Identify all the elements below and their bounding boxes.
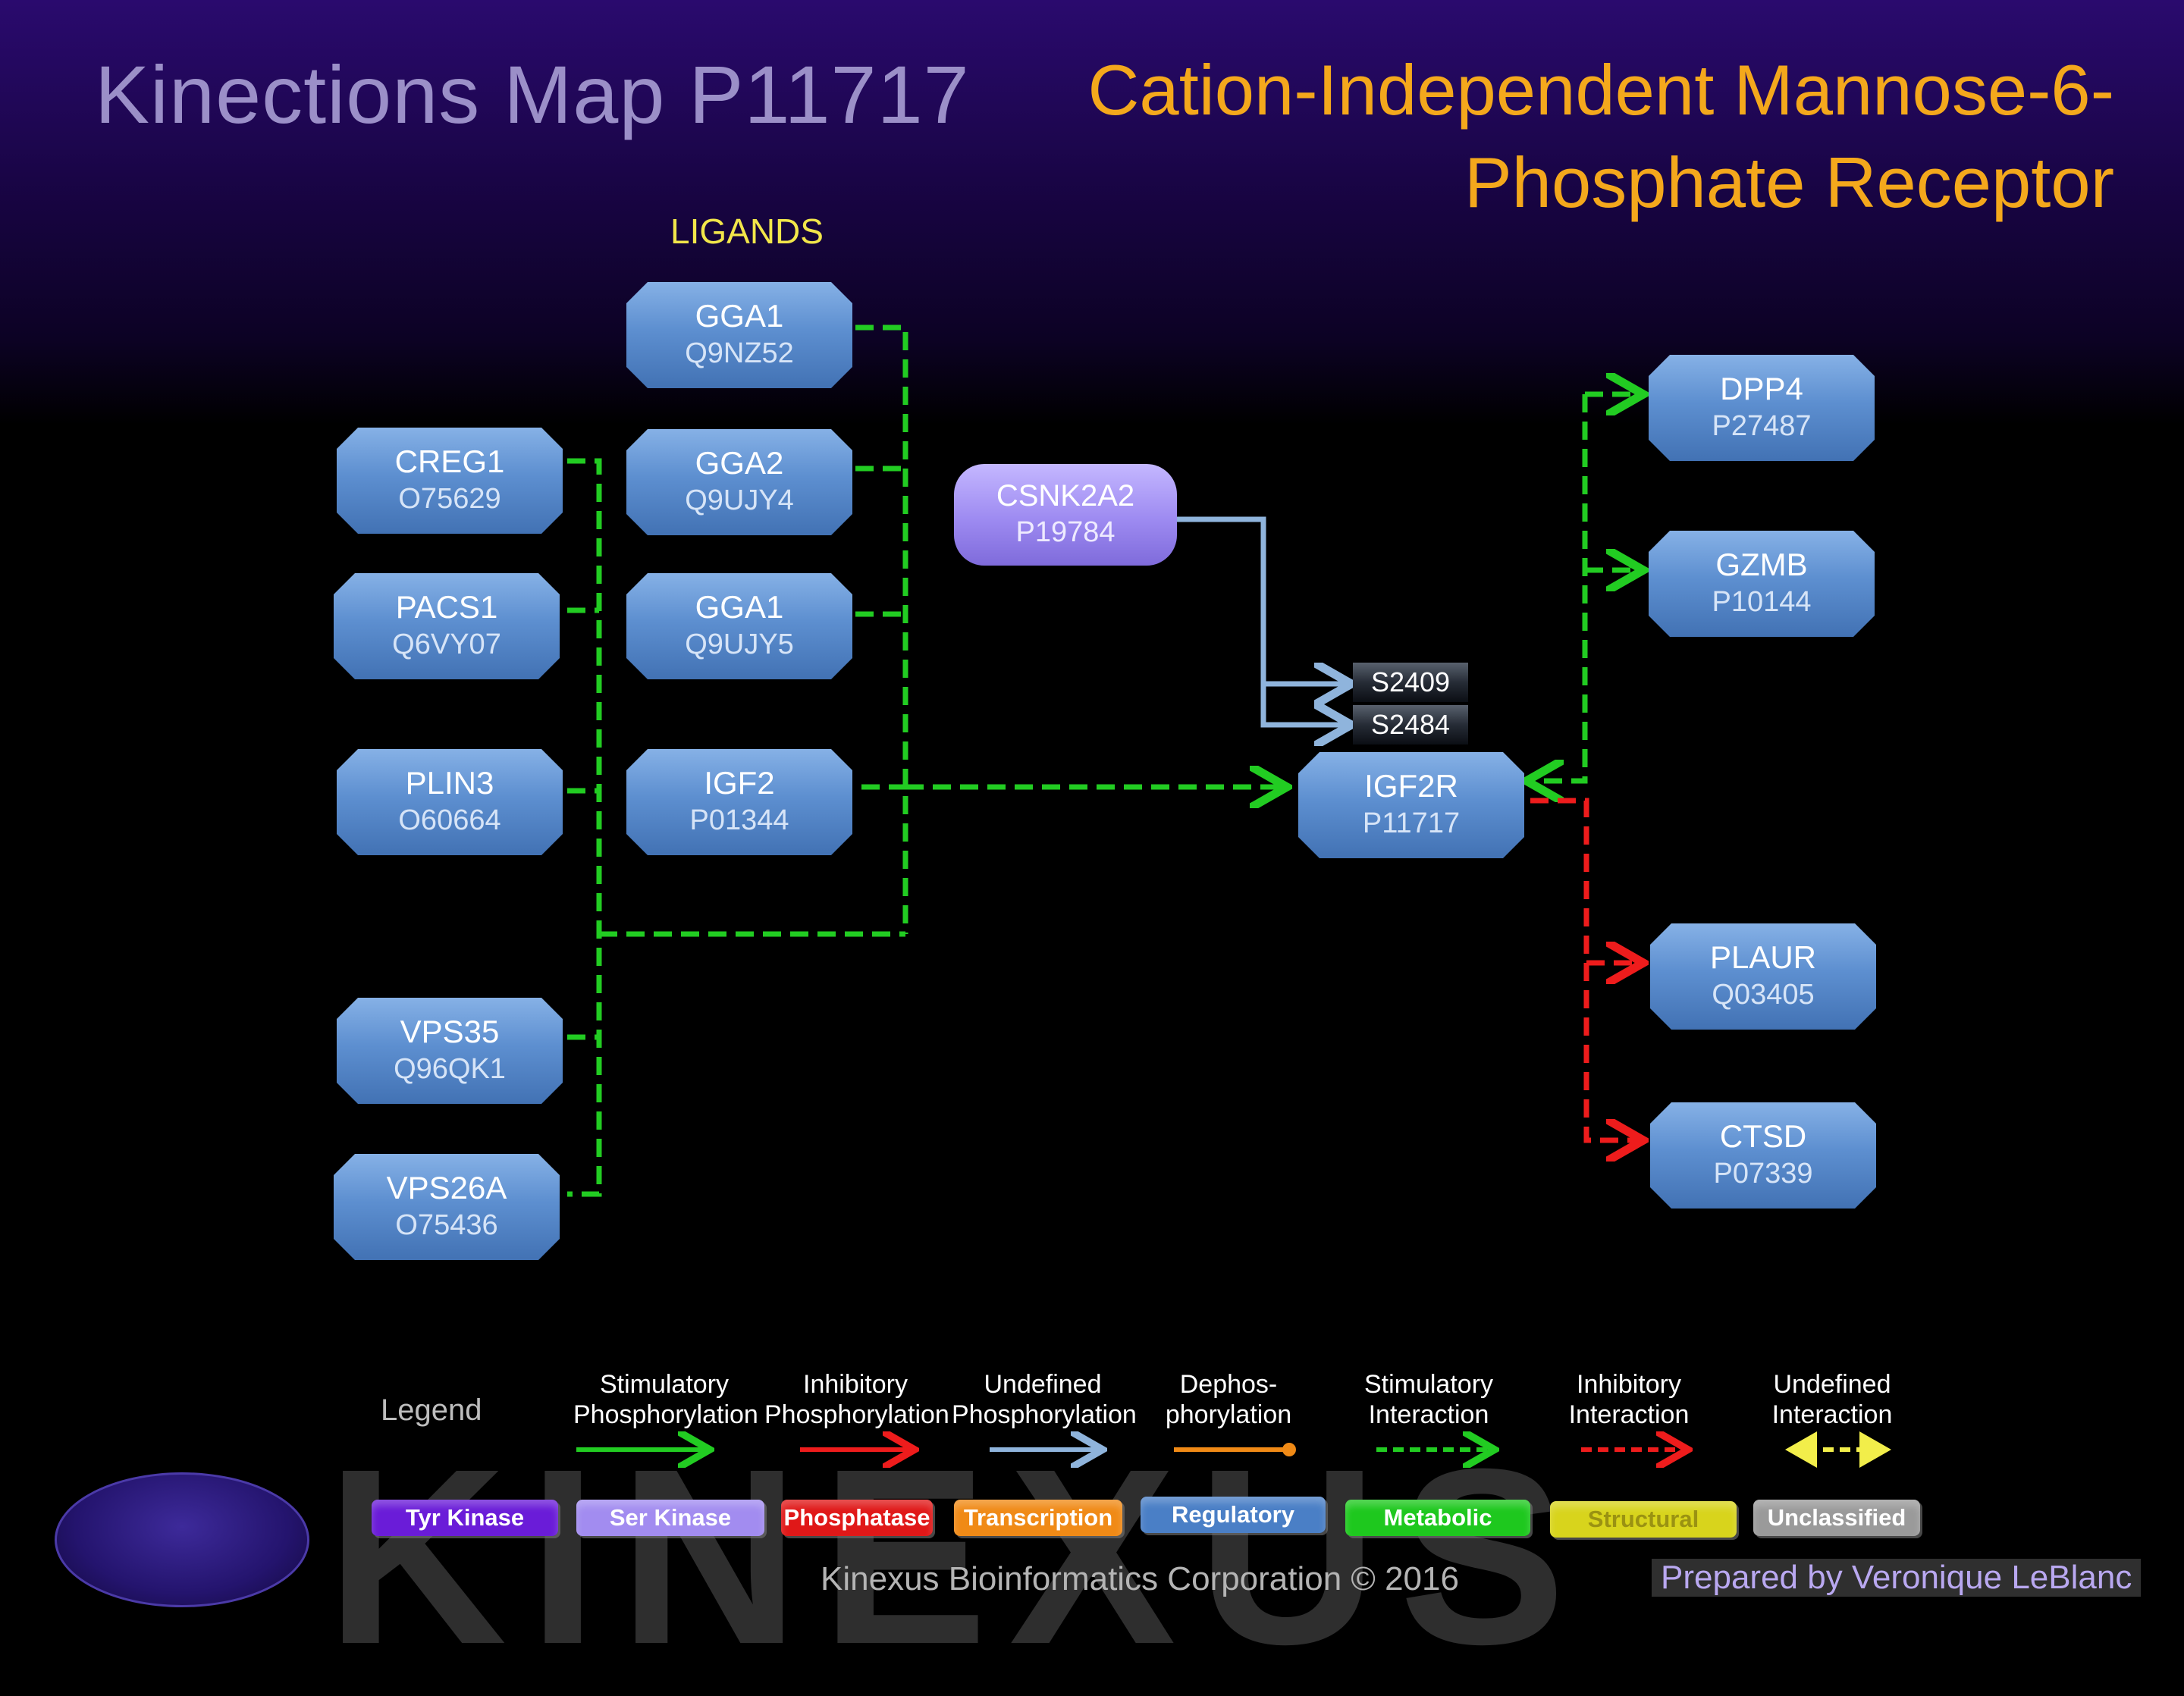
node-vps35[interactable]: VPS35 Q96QK1: [337, 998, 563, 1104]
gene-symbol: PACS1: [395, 589, 498, 625]
legend-tyr-kinase: Tyr Kinase: [372, 1500, 558, 1536]
legend-ser-kinase: Ser Kinase: [576, 1500, 764, 1536]
legend-dephos-label: Dephos-phorylation: [1165, 1370, 1292, 1429]
prepared-by-text: Prepared by Veronique LeBlanc: [1652, 1559, 2142, 1597]
gene-symbol: VPS35: [400, 1014, 500, 1049]
node-igf2[interactable]: IGF2 P01344: [626, 749, 852, 855]
gene-symbol: CSNK2A2: [996, 479, 1135, 513]
node-dpp4[interactable]: DPP4 P27487: [1649, 355, 1875, 461]
gene-symbol: CREG1: [394, 444, 505, 479]
ligand-connectors: [567, 324, 1282, 1197]
gene-symbol: CTSD: [1719, 1118, 1807, 1154]
edge-csnk2a2-s2484: [1260, 684, 1346, 725]
gene-symbol: GGA2: [695, 445, 784, 481]
uniprot-accession: Q9UJY5: [685, 629, 794, 660]
uniprot-accession: P01344: [689, 804, 789, 836]
gene-symbol: IGF2R: [1364, 768, 1458, 804]
uniprot-accession: Q9UJY4: [685, 484, 794, 516]
legend-inhib-int-label: Inhibitory Interaction: [1568, 1370, 1690, 1429]
page-title: Kinections Map P11717: [95, 49, 970, 140]
legend-dephos-dot: [1282, 1443, 1296, 1456]
legend-stim-int-label: Stimulatory Interaction: [1363, 1370, 1494, 1429]
uniprot-accession: O75436: [395, 1209, 498, 1241]
node-vps26a[interactable]: VPS26A O75436: [334, 1154, 560, 1260]
legend-structural: Structural: [1550, 1501, 1737, 1538]
gene-symbol: GGA1: [695, 298, 784, 334]
uniprot-accession: O60664: [398, 804, 501, 836]
legend-regulatory: Regulatory: [1141, 1497, 1326, 1533]
legend-undef-phos-label: Undefined Phosphorylation: [952, 1370, 1137, 1429]
edge-igf2r-ctsd: [1530, 798, 1638, 1140]
csnk2a2-phosphorylation-edges: [1177, 516, 1346, 725]
legend-title: Legend: [381, 1393, 482, 1427]
gene-symbol: IGF2: [704, 765, 775, 801]
gene-symbol: PLIN3: [405, 765, 494, 801]
legend-transcription: Transcription: [954, 1500, 1122, 1536]
node-igf2r[interactable]: IGF2R P11717: [1298, 752, 1524, 858]
node-plin3[interactable]: PLIN3 O60664: [337, 749, 563, 855]
edge-creg1-vps26a: [567, 458, 602, 1197]
node-ctsd[interactable]: CTSD P07339: [1650, 1102, 1876, 1209]
site-s2484[interactable]: S2484: [1353, 705, 1468, 745]
uniprot-accession: Q9NZ52: [685, 337, 794, 369]
legend-stim-phos-label: Stimulatory Phosphorylation: [573, 1370, 758, 1429]
protein-name: Cation-Independent Mannose-6-Phosphate R…: [1087, 50, 2114, 222]
node-creg1[interactable]: CREG1 O75629: [337, 428, 563, 534]
uniprot-accession: P27487: [1712, 410, 1812, 442]
gene-symbol: VPS26A: [386, 1170, 507, 1205]
ligands-label: LIGANDS: [670, 212, 824, 251]
edge-gga1-top: [855, 324, 908, 934]
legend-undef-int-label: Undefined Interaction: [1771, 1370, 1893, 1429]
kinexus-logo: [55, 1472, 309, 1607]
node-gga1-q9nz52[interactable]: GGA1 Q9NZ52: [626, 282, 852, 388]
node-gga2[interactable]: GGA2 Q9UJY4: [626, 429, 852, 535]
legend-metabolic: Metabolic: [1345, 1500, 1530, 1536]
node-gzmb[interactable]: GZMB P10144: [1649, 531, 1875, 637]
edge-csnk2a2-s2409: [1177, 516, 1346, 684]
node-csnk2a2[interactable]: CSNK2A2 P19784: [954, 464, 1177, 566]
igf2r-downstream-stimulatory: [1532, 394, 1638, 781]
node-plaur[interactable]: PLAUR Q03405: [1650, 923, 1876, 1030]
uniprot-accession: P19784: [1015, 516, 1116, 548]
uniprot-accession: Q6VY07: [392, 629, 501, 660]
gene-symbol: GGA1: [695, 589, 784, 625]
igf2r-downstream-inhibitory: [1530, 798, 1638, 1140]
copyright-text: Kinexus Bioinformatics Corporation © 201…: [821, 1560, 1459, 1597]
legend-unclassified: Unclassified: [1753, 1500, 1920, 1536]
uniprot-accession: P07339: [1713, 1158, 1813, 1190]
node-gga1-q9ujy5[interactable]: GGA1 Q9UJY5: [626, 573, 852, 679]
gene-symbol: DPP4: [1720, 371, 1803, 406]
uniprot-accession: O75629: [398, 483, 501, 515]
legend-phosphatase: Phosphatase: [781, 1500, 933, 1536]
site-s2409[interactable]: S2409: [1353, 663, 1468, 702]
uniprot-accession: Q03405: [1712, 979, 1815, 1011]
legend-edge-samples: [576, 1431, 1891, 1468]
header-background: [0, 0, 2184, 425]
legend-inhib-phos-label: Inhibitory Phosphorylation: [764, 1370, 949, 1429]
gene-symbol: PLAUR: [1709, 939, 1817, 975]
uniprot-accession: Q96QK1: [394, 1053, 506, 1085]
gene-symbol: GZMB: [1715, 547, 1808, 582]
node-pacs1[interactable]: PACS1 Q6VY07: [334, 573, 560, 679]
uniprot-accession: P11717: [1362, 807, 1461, 839]
edge-igf2r-return: [1532, 394, 1588, 781]
uniprot-accession: P10144: [1712, 586, 1812, 618]
